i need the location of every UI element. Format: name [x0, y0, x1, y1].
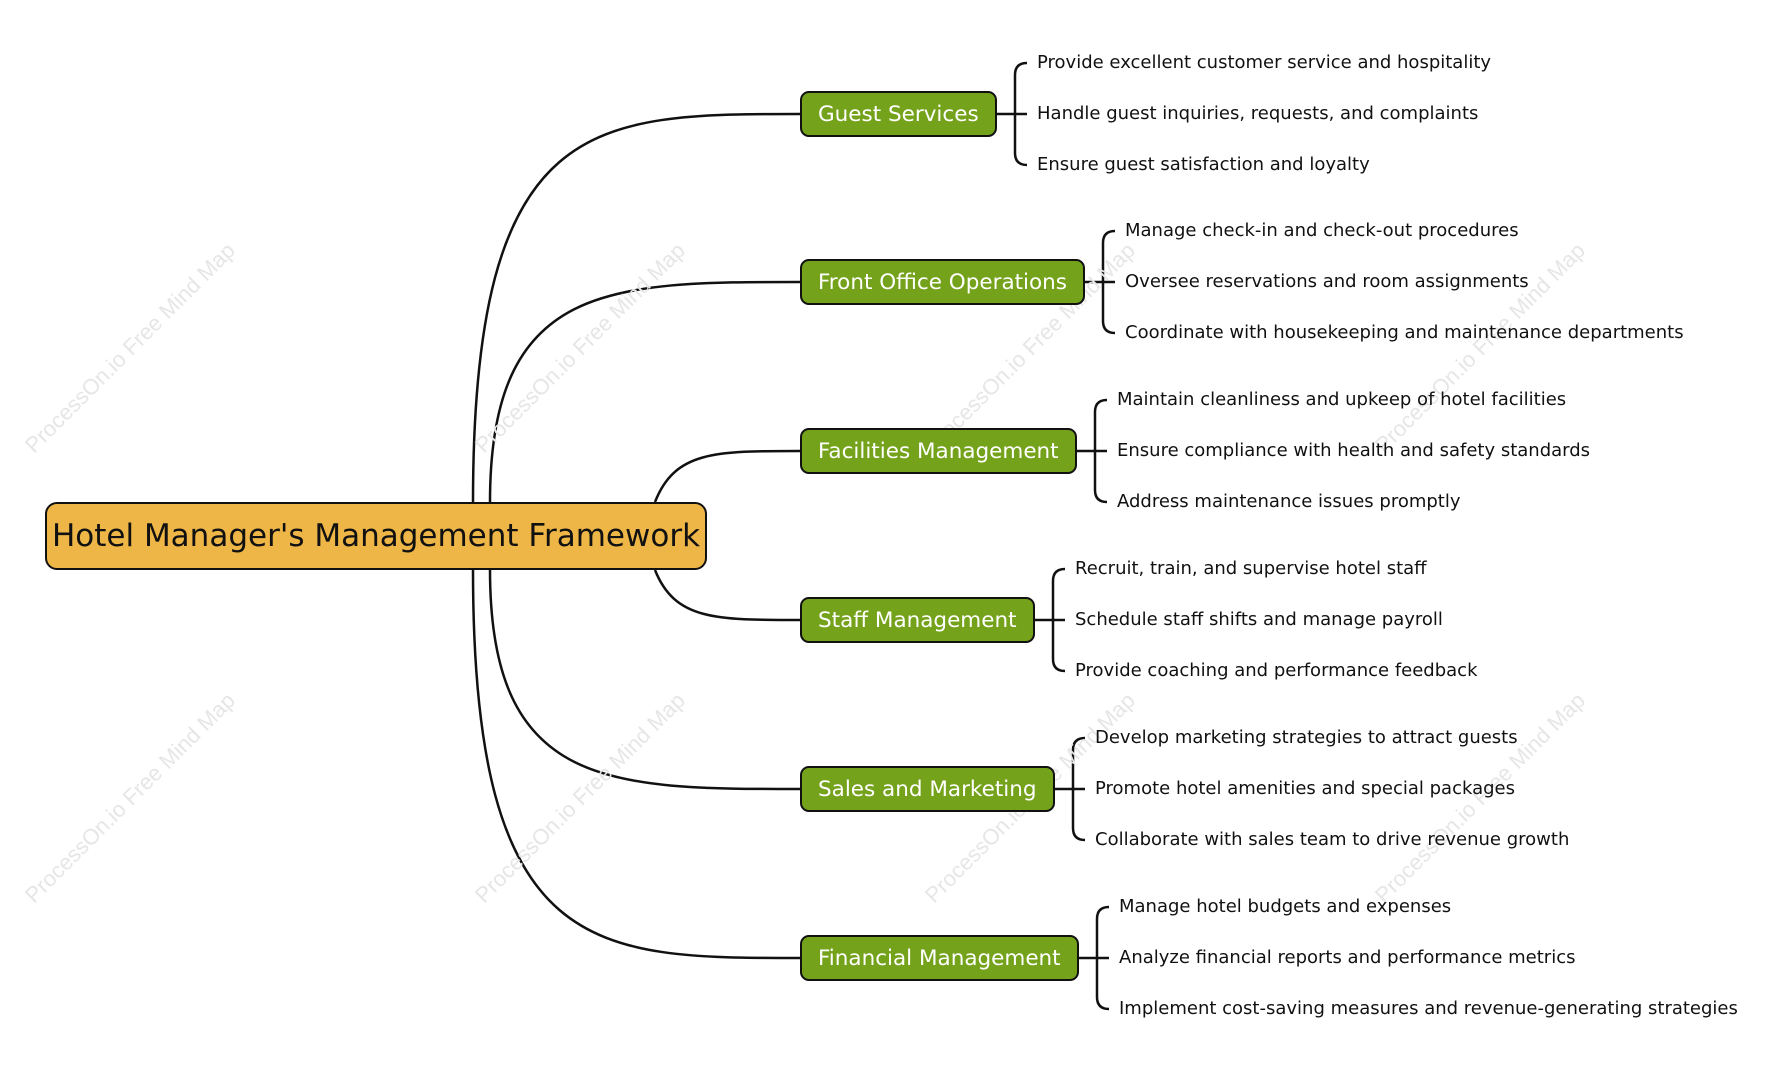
root-topic-label: Hotel Manager's Management Framework [51, 518, 701, 554]
leaf-item: Collaborate with sales team to drive rev… [1095, 829, 1570, 850]
leaf-item: Ensure guest satisfaction and loyalty [1037, 154, 1370, 175]
branch-topic-facilities-management[interactable]: Facilities Management [800, 428, 1077, 474]
leaf-item: Schedule staff shifts and manage payroll [1075, 609, 1443, 630]
leaf-item: Promote hotel amenities and special pack… [1095, 778, 1515, 799]
connector-line [488, 280, 801, 503]
leaf-item: Analyze financial reports and performanc… [1119, 947, 1576, 968]
branch-topic-financial-management[interactable]: Financial Management [800, 935, 1079, 981]
leaf-item: Develop marketing strategies to attract … [1095, 727, 1518, 748]
branch-topic-guest-services[interactable]: Guest Services [800, 91, 997, 137]
branch-topic-sales-and-marketing[interactable]: Sales and Marketing [800, 766, 1055, 812]
leaf-item: Oversee reservations and room assignment… [1125, 271, 1529, 292]
leaf-item: Handle guest inquiries, requests, and co… [1037, 103, 1479, 124]
branch-topic-front-office-operations[interactable]: Front Office Operations [800, 259, 1086, 305]
connector-line [653, 569, 801, 622]
leaf-item: Manage hotel budgets and expenses [1119, 896, 1452, 917]
branch-topic-label: Front Office Operations [818, 269, 1068, 295]
connector-line [488, 569, 801, 791]
leaf-item: Coordinate with housekeeping and mainten… [1125, 322, 1684, 343]
root-topic[interactable]: Hotel Manager's Management Framework [45, 502, 707, 570]
leaf-item: Address maintenance issues promptly [1117, 491, 1461, 512]
leaf-item: Recruit, train, and supervise hotel staf… [1075, 558, 1427, 579]
branch-topic-label: Sales and Marketing [818, 776, 1037, 802]
connector-line [653, 449, 801, 503]
branch-topic-staff-management[interactable]: Staff Management [800, 597, 1035, 643]
connector-line [471, 569, 801, 960]
leaf-item: Manage check-in and check-out procedures [1125, 220, 1519, 241]
leaf-item: Maintain cleanliness and upkeep of hotel… [1117, 389, 1567, 410]
connector-line [471, 112, 801, 503]
leaf-item: Ensure compliance with health and safety… [1117, 440, 1591, 461]
branch-topic-label: Facilities Management [818, 438, 1059, 464]
branch-topic-label: Financial Management [818, 945, 1061, 971]
leaf-item: Implement cost-saving measures and reven… [1119, 998, 1738, 1019]
leaf-item: Provide coaching and performance feedbac… [1075, 660, 1478, 681]
branch-topic-label: Staff Management [818, 607, 1017, 633]
branch-topic-label: Guest Services [818, 101, 979, 127]
leaf-item: Provide excellent customer service and h… [1037, 52, 1492, 73]
